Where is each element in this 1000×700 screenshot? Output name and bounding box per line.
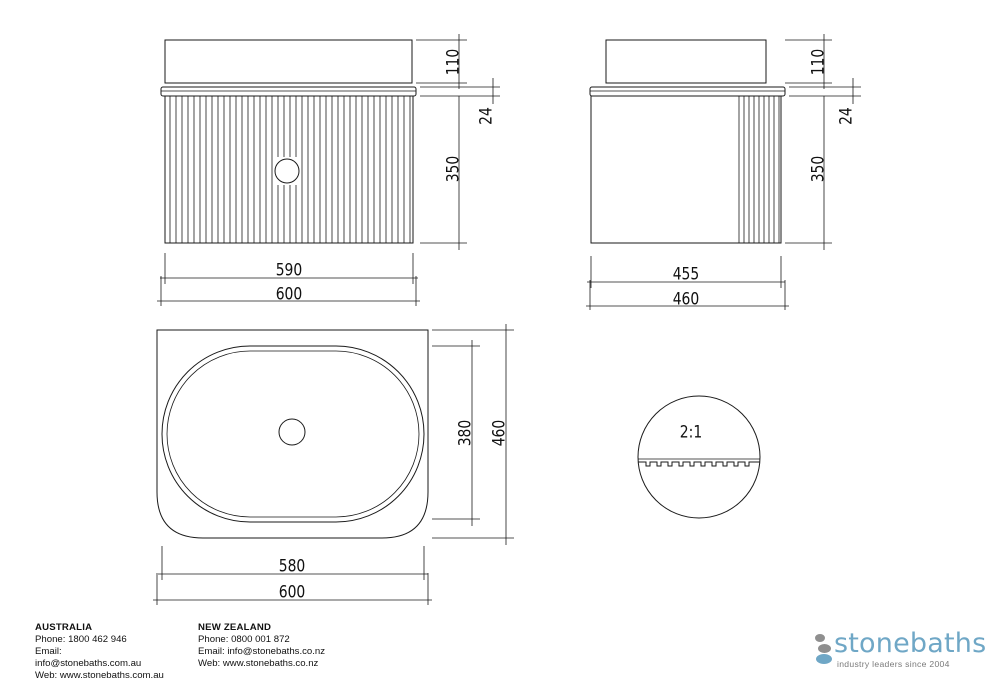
side-vertical-dimensions: [785, 34, 861, 250]
front-cabinet-height-label: 350: [443, 156, 463, 183]
front-vertical-dimensions: [416, 34, 500, 250]
front-overall-width-label: 600: [276, 284, 303, 304]
front-cabinet: [164, 95, 414, 244]
side-cabinet-height-label: 350: [808, 156, 828, 183]
contact-nz-email: Email: info@stonebaths.co.nz: [198, 646, 326, 657]
side-cabinet: [590, 95, 782, 244]
bowl-inner-edge: [166, 350, 420, 518]
front-top-height-label: 110: [443, 49, 463, 76]
side-overall-depth-label: 460: [673, 289, 700, 309]
side-lip-label: 24: [836, 107, 856, 125]
detail-scale-label: 2:1: [680, 422, 702, 442]
contact-au-region: AUSTRALIA: [35, 622, 93, 633]
side-flutes: [738, 96, 780, 243]
front-flutes: [169, 96, 411, 243]
side-top-height-label: 110: [808, 49, 828, 76]
contact-au-email: info@stonebaths.com.au: [35, 658, 142, 669]
stonebaths-logo: stonebaths industry leaders since 2004: [812, 628, 986, 672]
front-horizontal-dimensions: [157, 253, 420, 306]
plan-vertical-dimensions: [432, 324, 514, 545]
bowl-depth-label: 380: [455, 420, 475, 447]
side-view: [589, 39, 786, 244]
logo-wordmark: stonebaths: [834, 628, 987, 659]
side-basin-top: [605, 39, 767, 84]
contact-au-phone: Phone: 1800 462 946: [35, 634, 127, 645]
detail-circle: [637, 395, 761, 519]
contact-australia: AUSTRALIA Phone: 1800 462 946 Email: inf…: [35, 622, 164, 682]
contact-nz-region: NEW ZEALAND: [198, 622, 272, 633]
flute-detail: [637, 395, 761, 519]
plan-outline: [156, 329, 429, 539]
front-inner-width-label: 590: [276, 260, 303, 280]
plan-drain-hole: [278, 418, 306, 446]
side-inner-depth-label: 455: [673, 264, 700, 284]
front-drain-hole: [274, 158, 300, 184]
bowl-outer-edge: [161, 345, 425, 523]
bowl-width-label: 580: [279, 556, 306, 576]
side-horizontal-dimensions: [586, 256, 789, 310]
side-counter-lip: [589, 86, 786, 97]
contact-au-web: Web: www.stonebaths.com.au: [35, 670, 164, 681]
plan-overall-width-label: 600: [279, 582, 306, 602]
detail-flute-profile: [638, 461, 760, 467]
contact-new-zealand: NEW ZEALAND Phone: 0800 001 872 Email: i…: [198, 622, 325, 670]
plan-overall-depth-label: 460: [489, 420, 509, 447]
front-basin-top: [164, 39, 413, 84]
plan-horizontal-dimensions: [153, 546, 432, 605]
logo-pebble-icon: [815, 634, 825, 642]
plan-view: [156, 329, 429, 539]
front-counter-lip: [160, 86, 417, 97]
contact-nz-web: Web: www.stonebaths.co.nz: [198, 658, 319, 669]
logo-pebble-icon: [818, 644, 831, 653]
contact-nz-phone: Phone: 0800 001 872: [198, 634, 290, 645]
front-lip-label: 24: [476, 107, 496, 125]
logo-tagline: industry leaders since 2004: [837, 659, 950, 669]
front-view: [160, 39, 417, 244]
logo-pebble-icon: [816, 654, 832, 664]
contact-au-email-label: Email:: [35, 646, 62, 657]
